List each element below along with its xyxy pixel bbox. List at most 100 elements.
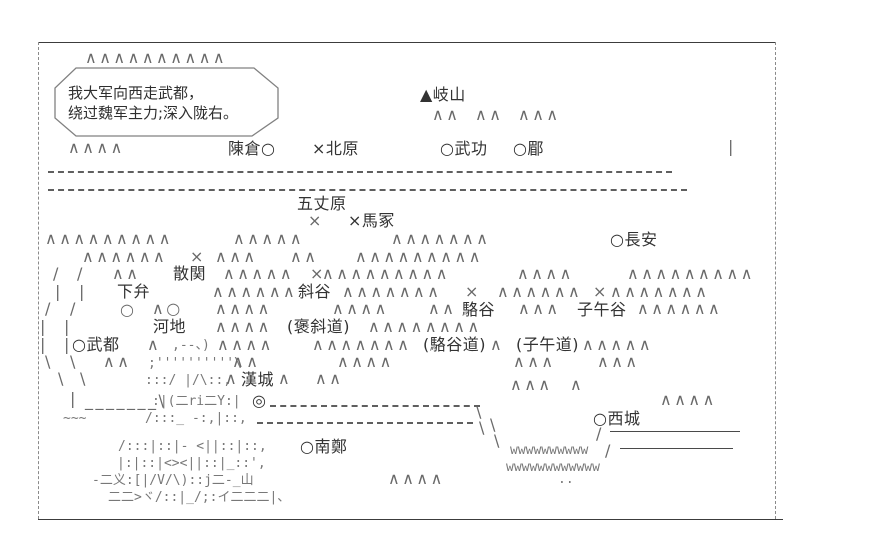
label-hancheng: 漢城 bbox=[241, 370, 275, 389]
label-changan: ○長安 bbox=[610, 230, 658, 249]
mountain-ridge: ∧∧∧∧ bbox=[517, 264, 574, 283]
map-art: | bbox=[728, 137, 736, 156]
label-wuzhangyuan: 五丈原 bbox=[297, 194, 347, 213]
map-art: / bbox=[77, 264, 85, 283]
castle-circle: ∧○ bbox=[152, 299, 183, 318]
mountain-ridge: ∧∧∧∧ bbox=[388, 469, 445, 488]
label-qishan: ▲岐山 bbox=[420, 85, 466, 104]
mountain-ridge: ∧∧∧ bbox=[518, 299, 561, 318]
speech-bubble-shape bbox=[54, 67, 279, 137]
river-rapids: wwwwwwwwww bbox=[510, 443, 589, 458]
map-art: / bbox=[70, 299, 78, 318]
mountain-ridge: ∧∧ bbox=[475, 105, 504, 124]
mountain-ridge: ∧∧ bbox=[428, 299, 457, 318]
mountain-ridge: ∧∧∧∧∧∧∧∧∧ bbox=[627, 264, 755, 283]
map-art: .. bbox=[558, 472, 574, 487]
mountain-ridge: ∧∧ bbox=[232, 352, 261, 371]
marker-hanzhong: ◎ bbox=[252, 391, 267, 410]
marker-battle-x: × bbox=[310, 264, 326, 283]
mountain-ridge: ∧ bbox=[147, 335, 162, 354]
mountain-ridge: ∧∧∧ bbox=[597, 352, 640, 371]
mountain-ridge: ∧∧∧∧ bbox=[217, 335, 274, 354]
label-wugong: ○武功 bbox=[440, 139, 488, 158]
label-xicheng: ○西城 bbox=[593, 409, 641, 428]
mountain-art: /:::|::|- <||::|::, bbox=[118, 439, 267, 454]
map-art: / bbox=[45, 299, 53, 318]
mountain-ridge: ∧∧∧∧ bbox=[68, 138, 125, 157]
mountain-art: |:|::|<><||::|_::', bbox=[117, 456, 266, 471]
marker-battle-x: × bbox=[308, 211, 324, 230]
label-luogu: 駱谷 bbox=[462, 300, 496, 319]
han-river-line bbox=[257, 422, 473, 424]
mountain-ridge: ∧∧∧ bbox=[215, 247, 258, 266]
mountain-ridge: ∧∧∧∧∧ bbox=[233, 229, 305, 248]
label-mazhong: ×馬冢 bbox=[348, 211, 395, 230]
mountain-ridge: ∧ bbox=[570, 375, 585, 394]
mountain-ridge: ∧∧∧∧∧∧ bbox=[82, 247, 168, 266]
map-art: \ bbox=[80, 369, 88, 388]
map-art: _______\ bbox=[85, 391, 167, 410]
mountain-ridge: ∧∧∧∧∧∧ bbox=[497, 282, 583, 301]
map-art: | bbox=[55, 282, 63, 301]
castle-circle: ○ bbox=[120, 300, 137, 319]
river-rapids: wwwwwwwwwwww bbox=[506, 460, 600, 475]
label-xiabian: 下弁 bbox=[117, 282, 151, 301]
road-line bbox=[610, 431, 740, 432]
map-art: \ bbox=[70, 352, 78, 371]
map-art: / bbox=[53, 264, 61, 283]
mountain-ridge: ∧∧∧∧∧ bbox=[223, 264, 295, 283]
map-art: | bbox=[40, 317, 48, 336]
label-ziwugu: 子午谷 bbox=[577, 300, 627, 319]
mountain-ridge: ∧∧∧ bbox=[510, 375, 553, 394]
map-art: | bbox=[79, 282, 87, 301]
mountain-ridge: ∧∧ bbox=[315, 369, 344, 388]
mountain-ridge: ∧∧∧∧∧∧ bbox=[637, 299, 723, 318]
frame-left-border bbox=[38, 42, 39, 519]
label-beiyuan: ×北原 bbox=[312, 139, 359, 158]
mountain-ridge: ∧∧∧ bbox=[518, 105, 561, 124]
mountain-ridge: ∧ bbox=[490, 335, 505, 354]
map-art: \ bbox=[45, 352, 53, 371]
mountain-ridge: ∧∧∧∧∧∧∧ bbox=[312, 335, 412, 354]
mountain-ridge: ∧∧ bbox=[290, 247, 319, 266]
mountain-ridge: ∧∧∧∧∧∧∧ bbox=[342, 282, 442, 301]
mountain-ridge: ∧∧∧∧∧∧ bbox=[212, 282, 298, 301]
mountain-ridge: ∧∧∧∧∧∧∧∧∧ bbox=[322, 264, 450, 283]
speech-bubble-outline bbox=[54, 67, 279, 137]
map-art: / bbox=[596, 424, 604, 443]
map-art: | bbox=[40, 335, 48, 354]
mountain-art: 二二>ヾ/::|_/;:イ二二二|、 bbox=[108, 490, 291, 505]
marker-battle-x: × bbox=[593, 282, 609, 301]
road-line bbox=[620, 448, 733, 449]
wei-river-line bbox=[48, 189, 687, 191]
mountain-ridge: ∧∧∧∧ bbox=[660, 390, 717, 409]
label-luogudao: (駱谷道) bbox=[423, 335, 486, 354]
mountain-ridge: ∧∧∧∧ bbox=[337, 352, 394, 371]
mountain-ridge: ∧∧ bbox=[112, 264, 141, 283]
mountain-ridge: ∧∧∧∧∧∧∧ bbox=[610, 282, 710, 301]
mountain-ridge: ∧∧∧∧∧∧∧∧∧∧ bbox=[85, 48, 228, 67]
map-art: \ bbox=[58, 369, 66, 388]
label-wudu: ○武都 bbox=[72, 335, 120, 354]
map-art: / bbox=[605, 441, 613, 460]
map-art: \ bbox=[490, 415, 498, 434]
mountain-ridge: ∧ bbox=[278, 369, 293, 388]
lake-art: :::/ |/\::, bbox=[145, 373, 232, 388]
label-hedi: 河地 bbox=[153, 317, 187, 336]
label-xiegu: 斜谷 bbox=[298, 282, 332, 301]
wei-river-line bbox=[48, 171, 672, 173]
map-art: | bbox=[64, 335, 72, 354]
label-mei: ○郿 bbox=[513, 139, 544, 158]
marker-battle-x: × bbox=[465, 282, 481, 301]
map-art: \ bbox=[494, 431, 502, 450]
mountain-art: -二义:[|/V/\)::j二-_山 bbox=[92, 473, 254, 488]
map-art: ,--、) bbox=[172, 338, 210, 353]
mountain-ridge: ∧∧∧∧∧∧∧∧∧ bbox=[355, 247, 483, 266]
mountain-ridge: ∧∧∧∧ bbox=[215, 317, 272, 336]
mountain-ridge: ∧∧∧ bbox=[513, 352, 556, 371]
map-art: ~~~ bbox=[63, 411, 87, 426]
mountain-ridge: ∧∧∧∧∧ bbox=[582, 335, 654, 354]
mountain-ridge: ∧ bbox=[225, 369, 240, 388]
mountain-ridge: ∧∧ bbox=[103, 352, 132, 371]
speech-bubble-text-line-1: 我大军向西走武都， bbox=[68, 84, 204, 102]
